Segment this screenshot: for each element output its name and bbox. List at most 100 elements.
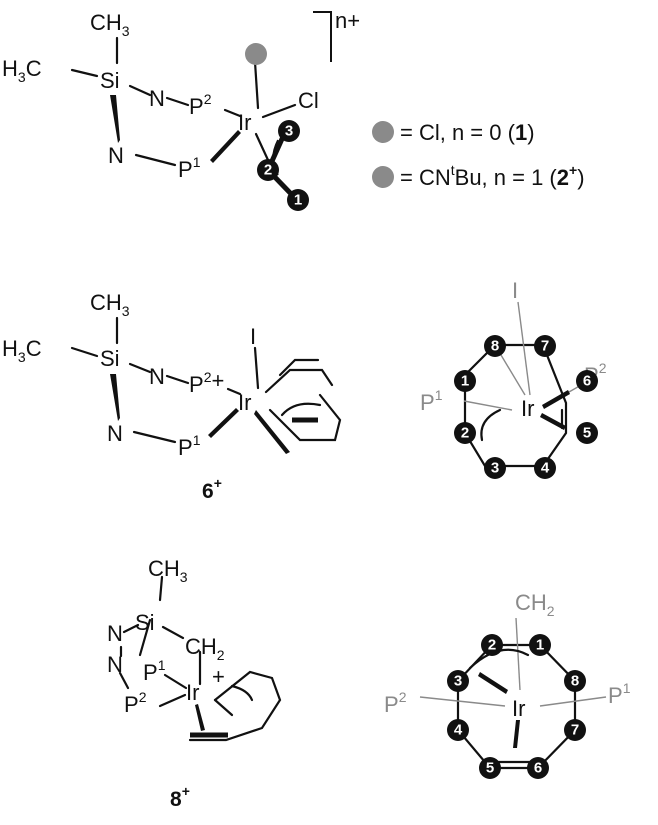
nitrogen-b: N (108, 143, 124, 168)
cod-ring (188, 670, 282, 742)
nitrogen-b: N (107, 652, 123, 677)
charge-label: n+ (335, 8, 360, 33)
bond-n-p1 (132, 430, 177, 444)
bond-si-me2 (70, 68, 99, 78)
ring-6-atom-6 (576, 370, 598, 392)
ring-8-atom-label-7: 7 (571, 722, 579, 739)
methylene: CH2 (185, 634, 225, 663)
nitrogen-a: N (149, 364, 165, 389)
ring-8-wedge-bottom (513, 720, 520, 748)
bond-ir-i (253, 346, 260, 390)
bond-p2-ir (223, 108, 242, 118)
ring-8-center: Ir (512, 696, 525, 721)
ring-8-atom-1 (529, 634, 551, 656)
ring-8-atom-2 (481, 634, 503, 656)
bond-ir-ligand (253, 60, 260, 110)
wedge-p1-ir (208, 408, 239, 438)
silicon-atom: Si (100, 346, 120, 371)
ring-6-center: Ir (521, 396, 534, 421)
ring-8: CH2 Ir P2 P1 2 1 3 8 4 7 5 6 (384, 590, 631, 779)
methyl-left: H3C (2, 336, 42, 365)
bond-si-n (128, 84, 152, 97)
cod-back (278, 358, 320, 377)
ring-6-atom-4 (534, 457, 556, 479)
bond-p2-ir (226, 387, 242, 396)
bond-si-me (158, 575, 164, 602)
cod-ring (264, 368, 342, 442)
methyl-top: CH3 (90, 10, 130, 39)
bond-si-me2 (70, 346, 99, 358)
ring-8-atom-label-3: 3 (454, 673, 462, 690)
phosphorus-1: P1 (178, 432, 201, 460)
charge-bracket (313, 11, 332, 62)
compound-label-6: 6+ (202, 475, 222, 503)
ring-8-atom-6 (527, 757, 549, 779)
phosphorus-1: P1 (143, 657, 166, 685)
legend-ball-1 (372, 121, 394, 143)
phosphorus-2: P2 (124, 689, 147, 717)
ring-6-atom-label-1: 1 (461, 373, 469, 390)
ring-6-atom-7 (534, 335, 556, 357)
phosphorus-1: P1 (178, 154, 201, 182)
wedge-si-n (110, 374, 120, 421)
ring-8-atom-label-2: 2 (488, 637, 496, 654)
ring-6: I Ir P1 P2 1 2 3 4 5 6 7 8 (420, 278, 607, 479)
ring-8-atom-label-8: 8 (571, 673, 579, 690)
ring-6-atom-label-5: 5 (583, 425, 591, 442)
cod-arc (230, 684, 254, 702)
bond-si-n (128, 362, 152, 374)
bond-ir-allyl (254, 132, 270, 162)
ring-8-atom-label-6: 6 (534, 760, 542, 777)
ring-8-wedge-left (478, 672, 508, 694)
bond-n-p1 (134, 153, 177, 167)
iridium-atom: Ir (238, 110, 251, 135)
cod-arc (280, 402, 322, 417)
ring-8-apical (515, 617, 521, 691)
wedge-ir-cod (254, 410, 290, 454)
methyl-top: CH3 (90, 290, 130, 319)
legend: = Cl, n = 0 (1) = CNtBu, n = 1 (2+) (372, 120, 585, 190)
bond-si-ch2 (161, 625, 185, 640)
wedge-p1-ir (210, 130, 241, 163)
ring-8-top: CH2 (515, 590, 555, 619)
ring-8-p1 (539, 696, 607, 707)
bond-n-p2 (118, 671, 130, 690)
complex-8: CH3 Si CH2 N N P1 P2 Ir + 8+ (107, 556, 282, 811)
bond-p2-ir (158, 693, 187, 708)
bond-n-p2 (165, 96, 190, 107)
compound-label-8: 8+ (170, 783, 190, 811)
phosphorus-2: P2 (189, 91, 212, 119)
wedge-si-n (110, 95, 120, 143)
ring-6-atom-5 (576, 422, 598, 444)
nitrogen-a: N (107, 621, 123, 646)
bond-si-p1 (138, 618, 152, 657)
ring-6-atom-label-7: 7 (541, 338, 549, 355)
ring-6-atom-8 (484, 335, 506, 357)
charge-plus: + (212, 664, 225, 689)
atom-circle-2 (257, 159, 279, 181)
cod-bond-a (213, 698, 234, 717)
silicon-atom: Si (135, 610, 155, 635)
atom-label-3: 3 (285, 123, 293, 140)
atom-circle-3 (278, 120, 300, 142)
ring-8-right: P1 (608, 680, 631, 708)
methyl-top: CH3 (148, 556, 188, 585)
ring-6-p1 (463, 400, 513, 411)
ring-6-atom-1 (454, 370, 476, 392)
ring-8-p2 (419, 696, 506, 707)
ring-6-atom-label-3: 3 (491, 460, 499, 477)
silicon-atom: Si (100, 68, 120, 93)
wedge-ir-cod (195, 704, 205, 731)
iridium-atom: Ir (186, 680, 199, 705)
ring-8-atom-5 (479, 757, 501, 779)
ring-6-apical (517, 301, 531, 396)
atom-circle-1 (287, 189, 309, 211)
ring-6-atom-label-6: 6 (583, 373, 591, 390)
ring-6-wedge-right2 (540, 413, 566, 430)
nitrogen-a: N (149, 86, 165, 111)
legend-ball-2 (372, 166, 394, 188)
bond-ir-cl (261, 103, 297, 119)
ring-8-atom-7 (564, 719, 586, 741)
iodide-atom: I (250, 324, 256, 349)
